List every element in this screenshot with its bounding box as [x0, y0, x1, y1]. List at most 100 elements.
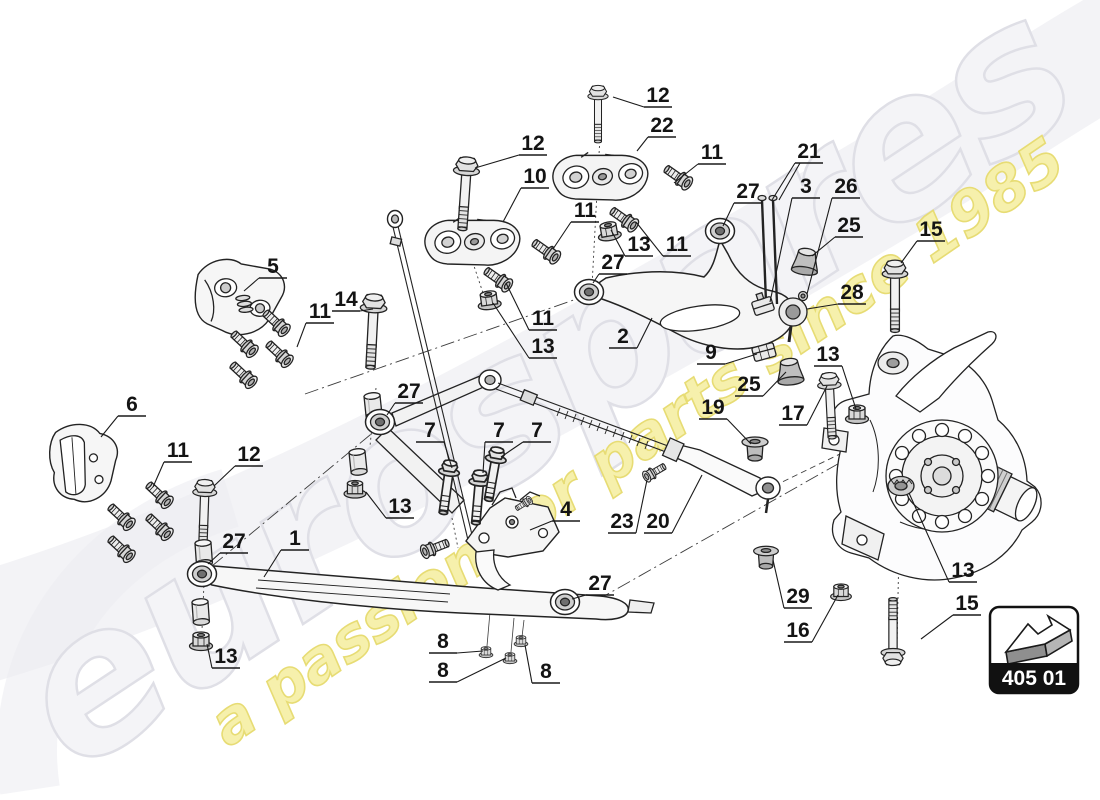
part-label[interactable]: 7 [416, 419, 453, 469]
part-label-number: 11 [532, 307, 555, 330]
bracket-6-drawing [48, 423, 119, 503]
part-label[interactable]: 13 [814, 343, 857, 410]
part-label-number: 7 [531, 419, 543, 442]
part-label[interactable]: 11 [673, 141, 726, 184]
part-label-number: 15 [919, 218, 943, 241]
part-label[interactable]: 13 [908, 492, 977, 583]
part-label[interactable]: 9 [697, 341, 758, 365]
part-label-number: 11 [666, 233, 689, 256]
part-label[interactable]: 11 [552, 199, 599, 250]
badge-code-text: 405 01 [1002, 667, 1067, 690]
part-label-number: 27 [601, 251, 624, 274]
part-label[interactable]: 27 [722, 180, 762, 227]
part-label[interactable]: 25 [735, 371, 787, 397]
badge-code-bar [990, 663, 1078, 693]
part-label[interactable]: 3 [769, 175, 820, 303]
part-label[interactable]: 11 [152, 439, 192, 488]
part-label[interactable]: 27 [207, 530, 248, 565]
part-label-number: 7 [424, 419, 436, 442]
part-label-number: 14 [334, 288, 358, 311]
part-label[interactable]: 27 [592, 251, 627, 284]
part-label-number: 13 [951, 559, 974, 582]
part-label[interactable]: 25 [811, 214, 863, 257]
part-label-number: 27 [736, 180, 759, 203]
part-label[interactable]: 4 [529, 498, 580, 531]
section-badge[interactable]: 405 01 [988, 605, 1080, 695]
part-label[interactable]: 10 [502, 165, 549, 223]
part-label[interactable]: 8 [524, 644, 560, 684]
part-label-number: 10 [523, 165, 546, 188]
part-label[interactable]: 8 [429, 657, 507, 683]
part-label-number: 11 [167, 439, 190, 462]
part-label-number: 2 [617, 325, 629, 348]
part-label[interactable]: 13 [365, 491, 414, 519]
part-label[interactable]: 26 [806, 175, 860, 295]
part-label[interactable]: 14 [332, 288, 374, 312]
part-label[interactable]: 13 [610, 229, 653, 257]
part-label-number: 11 [574, 199, 597, 222]
part-label-number: 23 [610, 510, 633, 533]
upper-wishbone-drawing [596, 238, 808, 350]
tie-rod-toe-link-drawing [478, 369, 781, 514]
part-label-number: 13 [816, 343, 839, 366]
part-label-number: 1 [289, 527, 301, 550]
extra-leader-line [778, 162, 801, 201]
part-label[interactable]: 5 [243, 255, 287, 292]
part-label-number: 13 [388, 495, 411, 518]
part-label-number: 25 [737, 373, 761, 396]
part-label-number: 8 [437, 630, 449, 653]
part-label[interactable]: 2 [609, 317, 653, 349]
wheel-hub-upright-drawing [821, 331, 1042, 581]
part-label[interactable]: 13 [492, 302, 557, 359]
part-label[interactable]: 16 [784, 594, 839, 643]
part-label[interactable]: 8 [429, 630, 484, 654]
part-label-number: 7 [493, 419, 505, 442]
part-label[interactable]: 12 [474, 132, 547, 169]
part-label[interactable]: 28 [806, 281, 866, 310]
part-label[interactable]: 21 [771, 140, 823, 201]
part-label[interactable]: 22 [636, 114, 676, 152]
part-label[interactable]: 1 [263, 527, 309, 578]
part-label[interactable]: 17 [779, 385, 828, 426]
part-label-number: 13 [627, 233, 650, 256]
direction-arrow-icon [1004, 613, 1073, 665]
part-label-number: 15 [955, 592, 979, 615]
part-label[interactable]: 13 [206, 643, 240, 669]
part-label-number: 17 [781, 402, 804, 425]
part-label-number: 27 [222, 530, 245, 553]
part-label-number: 25 [837, 214, 861, 237]
part-label[interactable]: 27 [386, 380, 423, 416]
part-label-number: 21 [797, 140, 821, 163]
part-label[interactable]: 15 [920, 592, 981, 640]
part-label[interactable]: 29 [772, 559, 812, 609]
part-label-number: 28 [840, 281, 864, 304]
part-label[interactable]: 12 [213, 443, 263, 487]
part-label[interactable]: 20 [644, 474, 703, 534]
part-label[interactable]: 6 [100, 393, 146, 438]
part-label-number: 9 [705, 341, 717, 364]
part-label[interactable]: 27 [571, 572, 614, 600]
part-label-number: 19 [701, 396, 724, 419]
part-label[interactable]: 11 [505, 282, 557, 331]
part-label[interactable]: 7 [500, 419, 551, 458]
part-label-number: 12 [521, 132, 544, 155]
part-label-number: 8 [540, 660, 552, 683]
part-label[interactable]: 15 [900, 218, 945, 264]
part-label[interactable]: 19 [699, 396, 752, 445]
part-label-number: 4 [560, 498, 572, 521]
part-label-number: 26 [834, 175, 857, 198]
small-fittings-drawing [751, 194, 915, 497]
part-label[interactable]: 23 [608, 479, 648, 534]
part-label-number: 11 [309, 300, 332, 323]
part-label-number: 20 [646, 510, 669, 533]
part-label[interactable]: 12 [612, 84, 672, 108]
part-label[interactable]: 11 [635, 221, 691, 257]
rocker-and-bracket-drawing [375, 209, 560, 591]
lower-arm-drawing [205, 565, 655, 621]
part-label-number: 12 [237, 443, 260, 466]
part-label[interactable]: 7 [482, 419, 513, 474]
part-label-number: 11 [701, 141, 724, 164]
part-label[interactable]: 11 [296, 300, 334, 348]
